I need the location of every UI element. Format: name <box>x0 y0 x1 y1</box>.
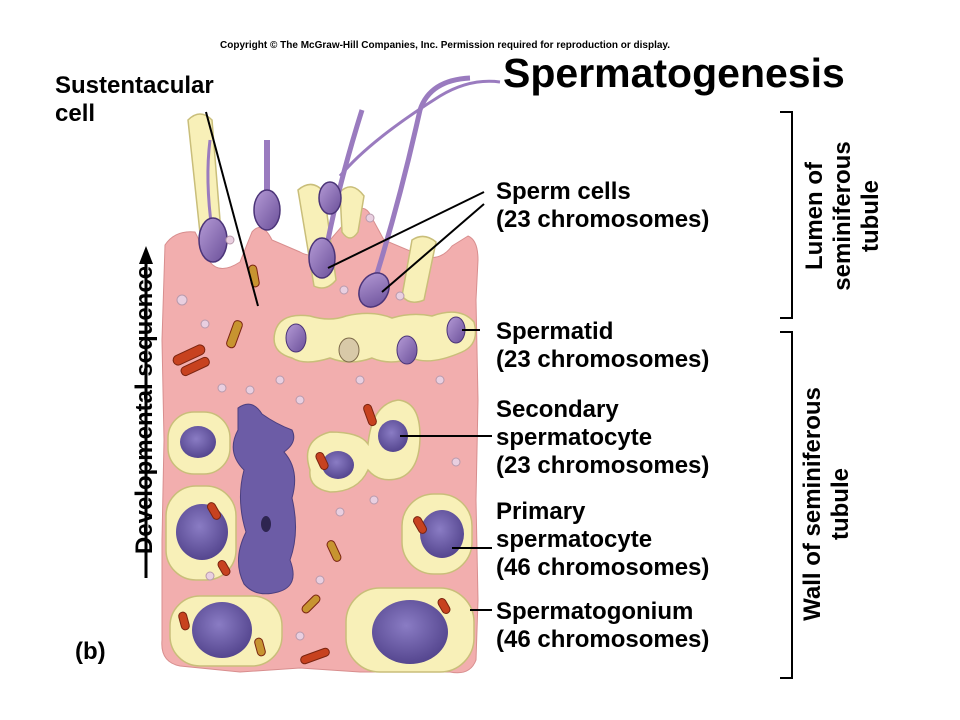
primary-spermatocyte-label: Primary spermatocyte (46 chromosomes) <box>496 498 709 582</box>
sustentacular-cell-label: Sustentacular cell <box>55 72 214 128</box>
sustentacular-line-1: Sustentacular <box>55 72 214 99</box>
secondary-spermatocyte-nucleus <box>322 451 354 479</box>
secondary-line-3: (23 chromosomes) <box>496 452 710 479</box>
wall-line-2: tubule <box>827 468 854 540</box>
lumen-line-3: tubule <box>857 180 884 252</box>
primary-spermatocyte-nucleus <box>420 510 464 558</box>
primary-line-1: Primary <box>496 498 586 525</box>
sperm-cells-line-1: Sperm cells <box>496 178 631 205</box>
sperm-cells-line-2: (23 chromosomes) <box>496 206 710 233</box>
diagram-title: Spermatogenesis <box>503 50 845 96</box>
lumen-region-label: Lumen of seminiferous tubule <box>801 106 885 326</box>
spermatid-line-1: Spermatid <box>496 318 614 345</box>
secondary-spermatocyte-label: Secondary spermatocyte (23 chromosomes) <box>496 396 709 480</box>
spermatid-line-2: (23 chromosomes) <box>496 346 710 373</box>
copyright-notice: Copyright © The McGraw-Hill Companies, I… <box>220 40 671 51</box>
spermatogonium-line-2: (46 chromosomes) <box>496 626 710 653</box>
sustentacular-extension <box>339 186 365 239</box>
spermatogonium-line-1: Spermatogonium <box>496 598 694 625</box>
sperm-head <box>198 217 228 263</box>
sustentacular-line-2: cell <box>55 100 96 127</box>
spermatid-nucleus <box>338 337 360 363</box>
spermatid-label: Spermatid (23 chromosomes) <box>496 318 709 374</box>
leader-lines <box>205 111 492 611</box>
spermatogonium-nucleus <box>372 600 448 664</box>
secondary-line-2: spermatocyte <box>496 424 653 451</box>
spermatocyte-nucleus <box>180 426 216 458</box>
sperm-cells-label: Sperm cells (23 chromosomes) <box>496 178 709 234</box>
primary-line-2: spermatocyte <box>496 526 653 553</box>
panel-label: (b) <box>75 638 106 665</box>
lumen-line-1: Lumen of <box>801 162 828 270</box>
sperm-tail <box>338 79 501 177</box>
spermatogonium-nucleus <box>192 602 252 658</box>
secondary-spermatocyte-nucleus <box>378 420 408 452</box>
region-brackets <box>780 111 793 679</box>
primary-spermatocyte-nucleus <box>176 504 228 560</box>
spermatid-nucleus <box>396 335 418 365</box>
developmental-sequence-label: Developmental sequence <box>131 265 158 555</box>
lumen-line-2: seminiferous <box>829 141 856 291</box>
spermatid-nucleus <box>285 323 307 353</box>
sperm-head <box>358 272 390 308</box>
vesicles <box>176 213 461 641</box>
developmental-arrow-head <box>139 246 153 264</box>
spermatid-chain <box>273 311 477 363</box>
sustentacular-nucleolus <box>261 516 271 532</box>
wall-region-label: Wall of seminiferous tubule <box>799 344 855 664</box>
sperm-tail <box>325 109 365 241</box>
primary-line-3: (46 chromosomes) <box>496 554 710 581</box>
sperm-head <box>318 181 342 215</box>
sperm-head <box>253 189 281 231</box>
wall-line-1: Wall of seminiferous <box>799 387 826 621</box>
sperm-head <box>308 237 336 279</box>
secondary-line-1: Secondary <box>496 396 619 423</box>
spermatogonium-label: Spermatogonium (46 chromosomes) <box>496 598 709 654</box>
sustentacular-nucleus <box>232 403 296 595</box>
